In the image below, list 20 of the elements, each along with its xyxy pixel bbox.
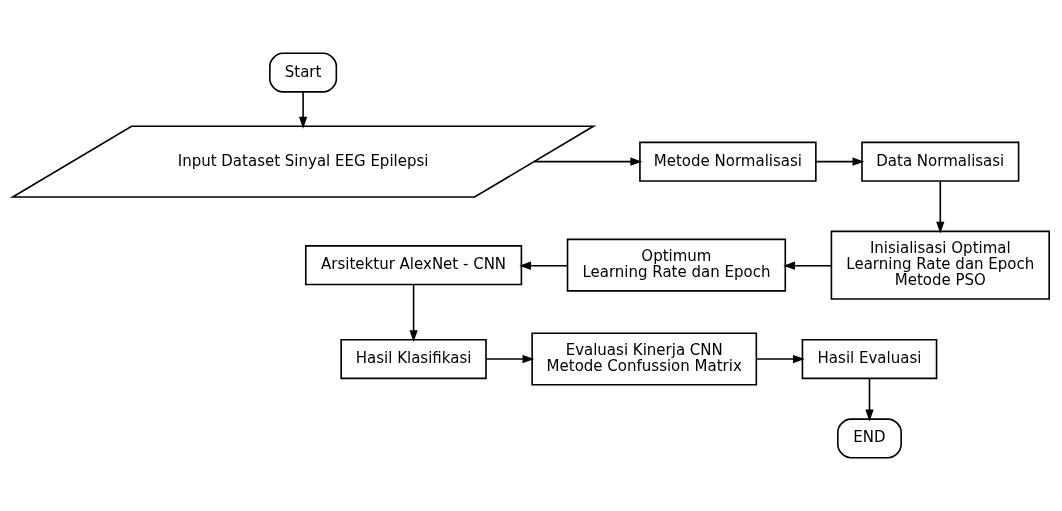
node-box: Arsitektur AlexNet - CNN — [304, 245, 523, 286]
arrow — [783, 261, 832, 270]
arrow — [815, 157, 865, 166]
node-box: Hasil Evaluasi — [801, 338, 938, 380]
node-box: Hasil Klasifikasi — [340, 338, 487, 380]
arrow — [936, 180, 945, 234]
arrow — [409, 283, 418, 343]
arrow — [755, 354, 805, 364]
arrow — [533, 157, 643, 166]
node-box: Optimum Learning Rate dan Epoch — [566, 238, 787, 292]
arrow — [865, 377, 874, 422]
node-box: Start — [269, 52, 338, 93]
arrow — [298, 91, 308, 129]
node-box: END — [837, 418, 902, 459]
arrow — [519, 261, 569, 270]
node-box: Inisialisasi Optimal Learning Rate dan Epoch Metode PSO — [830, 230, 1050, 300]
node-box: Data Normalisasi — [861, 141, 1020, 182]
arrow — [485, 354, 535, 364]
node-box: Metode Normalisasi — [639, 141, 817, 182]
node-box: Evaluasi Kinerja CNN Metode Confussion Matrix — [531, 332, 758, 386]
